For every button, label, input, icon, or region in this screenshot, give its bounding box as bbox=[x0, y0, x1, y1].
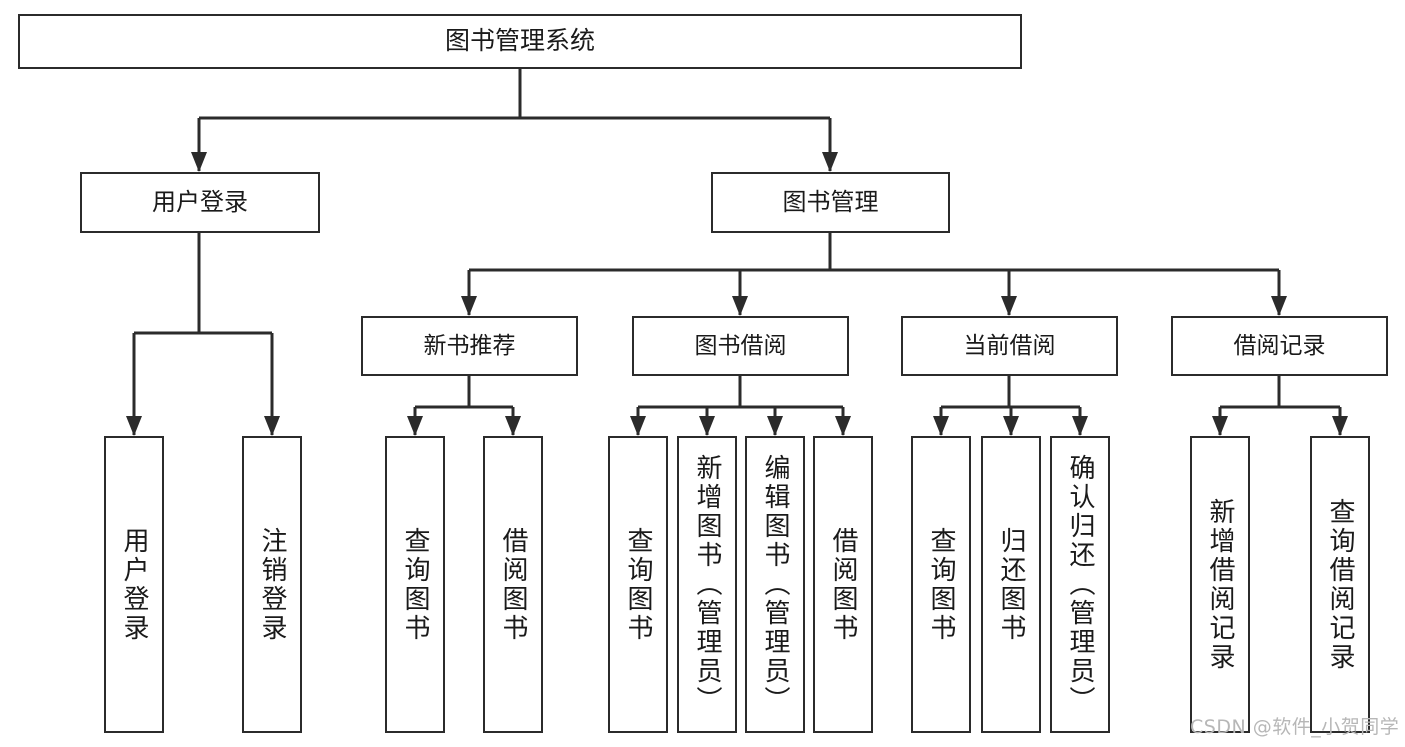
node-leaf_user_login[interactable]: 用户登录 bbox=[104, 436, 164, 733]
node-label: 新增借阅记录 bbox=[1205, 497, 1235, 672]
node-leaf_edit_book[interactable]: 编辑图书（管理员） bbox=[745, 436, 805, 733]
node-label: 图书管理系统 bbox=[444, 26, 595, 56]
arrow-head-icon bbox=[630, 416, 646, 436]
node-root[interactable]: 图书管理系统 bbox=[18, 14, 1022, 69]
arrow-head-icon bbox=[699, 416, 715, 436]
node-book_borrow[interactable]: 图书借阅 bbox=[632, 316, 849, 376]
node-label: 图书借阅 bbox=[694, 332, 787, 359]
node-book_manage[interactable]: 图书管理 bbox=[711, 172, 950, 233]
node-leaf_borrow_book_1[interactable]: 借阅图书 bbox=[483, 436, 543, 733]
watermark-text: CSDN @软件_小贺同学 bbox=[1190, 716, 1400, 738]
arrow-head-icon bbox=[732, 296, 748, 316]
node-label: 借阅记录 bbox=[1233, 332, 1326, 359]
node-leaf_query_book_3[interactable]: 查询图书 bbox=[911, 436, 971, 733]
node-leaf_borrow_book_2[interactable]: 借阅图书 bbox=[813, 436, 873, 733]
node-leaf_user_logout[interactable]: 注销登录 bbox=[242, 436, 302, 733]
node-label: 查询借阅记录 bbox=[1325, 497, 1355, 672]
node-label: 图书管理 bbox=[782, 187, 879, 216]
node-user_login[interactable]: 用户登录 bbox=[80, 172, 320, 233]
node-current_borrow[interactable]: 当前借阅 bbox=[901, 316, 1118, 376]
node-label: 当前借阅 bbox=[963, 332, 1056, 359]
node-label: 确认归还（管理员） bbox=[1065, 454, 1095, 715]
arrow-head-icon bbox=[191, 152, 207, 172]
arrow-head-icon bbox=[1072, 416, 1088, 436]
node-label: 借阅图书 bbox=[498, 526, 528, 643]
node-new_book_rec[interactable]: 新书推荐 bbox=[361, 316, 578, 376]
node-label: 注销登录 bbox=[257, 526, 287, 643]
arrow-head-icon bbox=[461, 296, 477, 316]
arrow-head-icon bbox=[1271, 296, 1287, 316]
arrow-head-icon bbox=[1001, 296, 1017, 316]
node-label: 用户登录 bbox=[152, 187, 248, 216]
arrow-head-icon bbox=[1212, 416, 1228, 436]
arrow-head-icon bbox=[822, 152, 838, 172]
arrow-head-icon bbox=[505, 416, 521, 436]
arrow-head-icon bbox=[126, 416, 142, 436]
node-leaf_query_record[interactable]: 查询借阅记录 bbox=[1310, 436, 1370, 733]
node-borrow_record[interactable]: 借阅记录 bbox=[1171, 316, 1388, 376]
node-leaf_query_book_2[interactable]: 查询图书 bbox=[608, 436, 668, 733]
node-label: 新增图书（管理员） bbox=[692, 454, 722, 715]
node-leaf_query_book_1[interactable]: 查询图书 bbox=[385, 436, 445, 733]
edge-group bbox=[126, 69, 1348, 436]
node-label: 查询图书 bbox=[623, 526, 653, 643]
arrow-head-icon bbox=[264, 416, 280, 436]
arrow-head-icon bbox=[933, 416, 949, 436]
node-label: 新书推荐 bbox=[423, 332, 516, 359]
arrow-head-icon bbox=[407, 416, 423, 436]
node-leaf_return_book[interactable]: 归还图书 bbox=[981, 436, 1041, 733]
node-leaf_add_book[interactable]: 新增图书（管理员） bbox=[677, 436, 737, 733]
node-leaf_confirm_return[interactable]: 确认归还（管理员） bbox=[1050, 436, 1110, 733]
node-label: 归还图书 bbox=[996, 526, 1026, 643]
arrow-head-icon bbox=[835, 416, 851, 436]
arrow-head-icon bbox=[1003, 416, 1019, 436]
node-label: 编辑图书（管理员） bbox=[760, 454, 790, 715]
node-label: 借阅图书 bbox=[828, 526, 858, 643]
node-label: 查询图书 bbox=[926, 526, 956, 643]
arrow-head-icon bbox=[1332, 416, 1348, 436]
node-label: 用户登录 bbox=[119, 526, 149, 643]
node-label: 查询图书 bbox=[400, 526, 430, 643]
node-leaf_add_record[interactable]: 新增借阅记录 bbox=[1190, 436, 1250, 733]
arrow-head-icon bbox=[767, 416, 783, 436]
